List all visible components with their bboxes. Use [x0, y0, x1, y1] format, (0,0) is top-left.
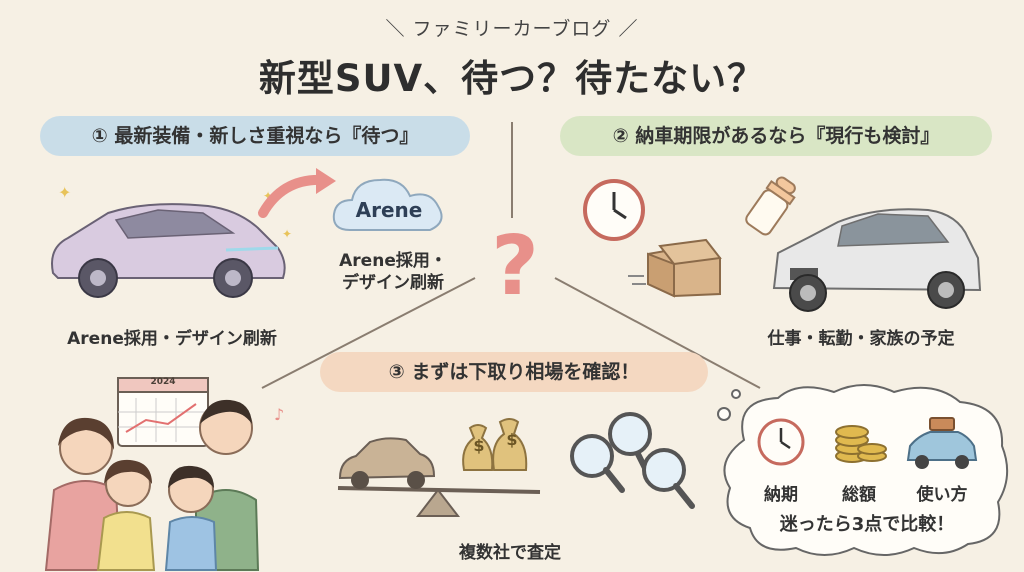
section-tradein-heading: ③ まずは下取り相場を確認！ — [320, 352, 708, 392]
family-illustration: ♪ — [44, 399, 284, 571]
current-suv-car-illustration — [772, 208, 982, 312]
blog-subtitle: ＼ ファミリーカーブログ ／ — [385, 18, 639, 40]
compare-summary: 迷ったら3点で比較！ — [779, 514, 955, 535]
money-bag-icon — [462, 418, 528, 471]
box-icon — [628, 238, 722, 298]
section-wait-heading: ① 最新装備・新しさ重視なら『待つ』 — [40, 116, 470, 156]
current-caption: 仕事・転勤・家族の予定 — [767, 329, 955, 349]
compare-item-total-cost: 総額 — [842, 485, 876, 505]
arene-cloud-label: Arene — [355, 198, 423, 222]
cloud-caption-line2: デザイン刷新 — [342, 273, 444, 293]
question-mark-icon: ? — [491, 219, 539, 314]
cloud-caption-line1: Arene採用・ — [339, 251, 447, 271]
balance-scale-illustration — [337, 437, 541, 517]
compare-item-usage: 使い方 — [916, 485, 968, 505]
clock-icon — [583, 179, 645, 241]
thought-bubble — [717, 384, 1009, 556]
coins-icon — [835, 425, 887, 463]
wait-caption: Arene採用・デザイン刷新 — [67, 329, 277, 349]
svg-text:✦: ✦ — [58, 183, 71, 202]
section-current-heading: ② 納車期限があるなら『現行も検討』 — [560, 116, 992, 156]
svg-text:♪: ♪ — [274, 405, 284, 424]
arrow-icon — [258, 168, 336, 218]
new-suv-car-illustration: ✦ ✦ ✦ — [51, 183, 292, 298]
money-symbol-right: $ — [506, 430, 518, 449]
baby-bottle-icon — [745, 176, 796, 236]
car-icon — [906, 417, 978, 469]
tradein-caption: 複数社で査定 — [459, 543, 561, 563]
calendar-year: 2024 — [150, 377, 176, 387]
svg-text:✦: ✦ — [263, 189, 273, 203]
calendar-icon — [117, 377, 209, 447]
page-title: 新型SUV、待つ？待たない？ — [258, 57, 766, 100]
cloud-icon — [332, 178, 443, 231]
clock-icon-small — [757, 418, 805, 466]
svg-text:✦: ✦ — [282, 227, 292, 241]
magnifier-icon — [570, 412, 695, 509]
money-symbol-left: $ — [473, 436, 485, 455]
compare-item-delivery: 納期 — [764, 485, 798, 505]
